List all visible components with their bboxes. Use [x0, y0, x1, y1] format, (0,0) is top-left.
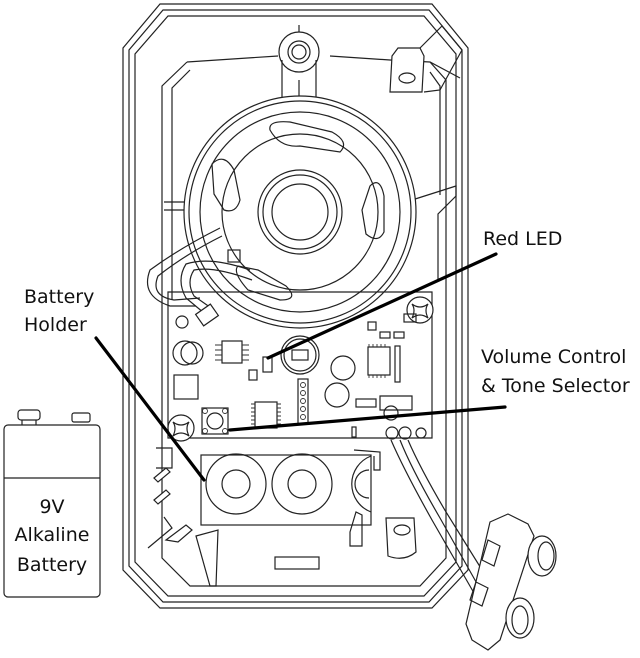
battery-label-type: Alkaline: [14, 524, 90, 546]
label-volume-control-line2: & Tone Selector: [481, 375, 630, 397]
mounting-bracket: [390, 439, 557, 651]
leader-red-led: [266, 252, 498, 360]
label-battery-holder-line2: Holder: [24, 314, 87, 336]
leader-battery-holder: [94, 336, 206, 482]
tone-selector-button: [201, 407, 229, 435]
label-red-led: Red LED: [483, 228, 563, 250]
circuit-board: [167, 291, 434, 442]
battery-9v: [3, 409, 101, 598]
label-battery-holder-line1: Battery: [24, 286, 95, 308]
battery-label-name: Battery: [16, 554, 88, 576]
label-volume-control-line1: Volume Control: [481, 346, 627, 368]
speaker: [183, 95, 417, 329]
battery-label-voltage: 9V: [39, 496, 65, 518]
speaker-wires: [146, 227, 253, 327]
leader-volume-control: [228, 405, 507, 432]
battery-holder: [147, 447, 417, 587]
enclosure: [122, 3, 469, 609]
